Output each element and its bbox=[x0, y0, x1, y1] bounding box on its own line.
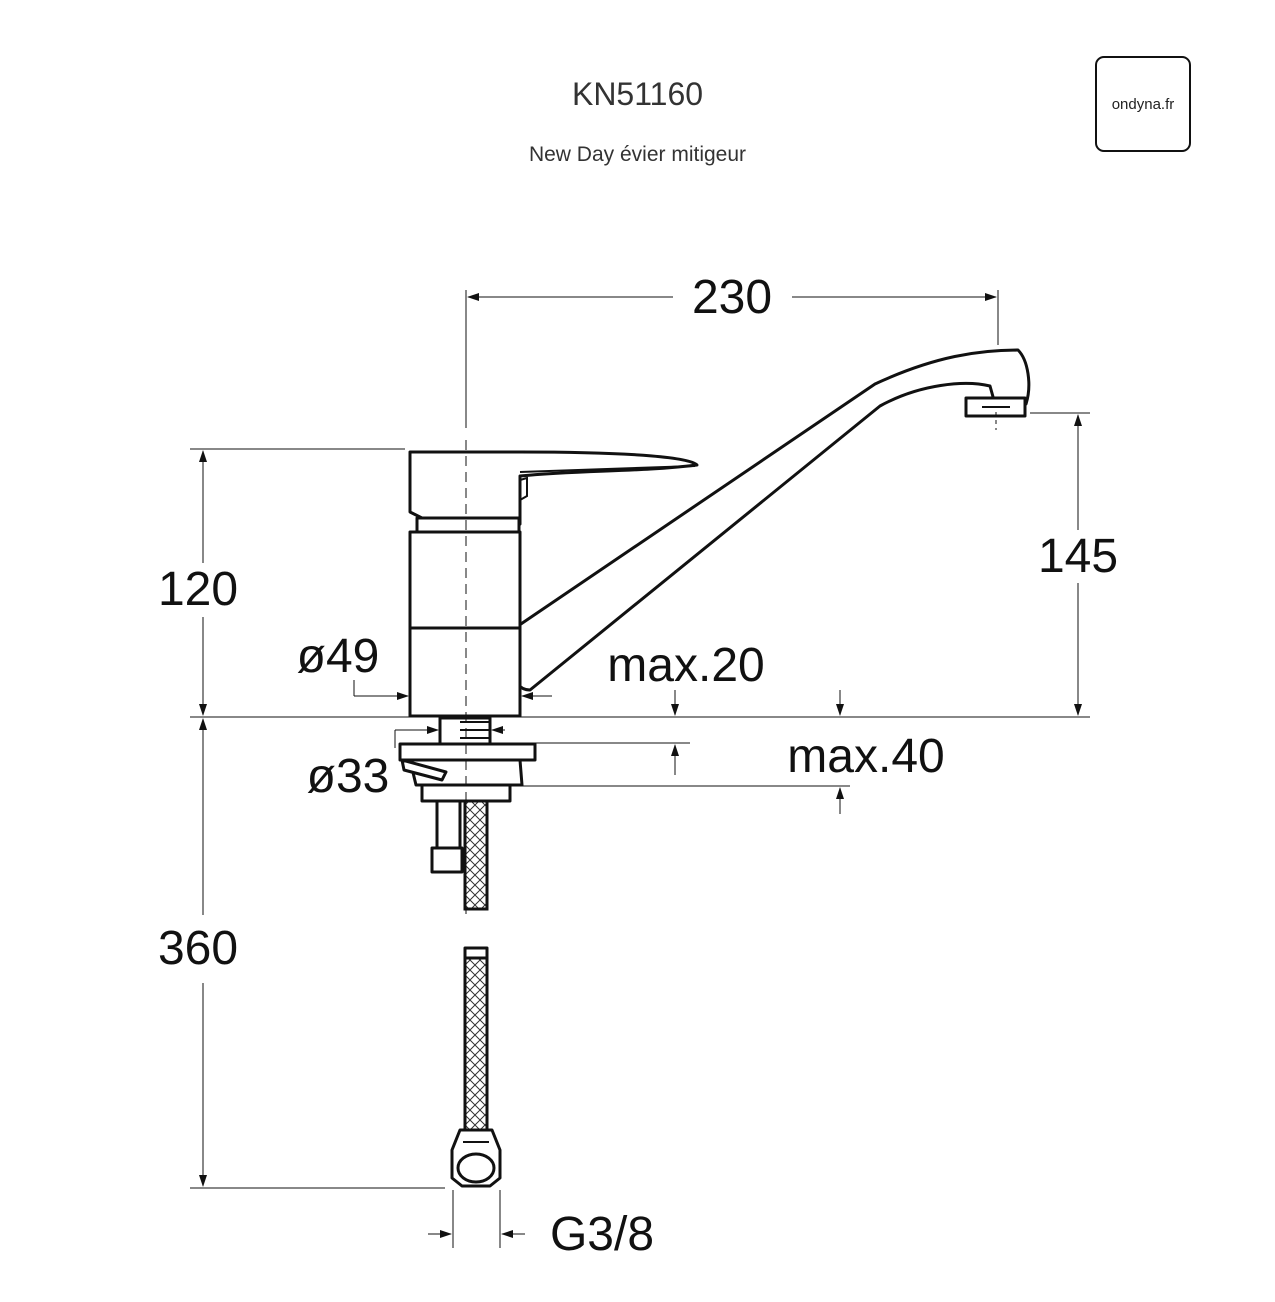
brand-logo: ondyna.fr bbox=[1095, 56, 1191, 152]
dim-body-height: 120 bbox=[158, 563, 238, 616]
dimension-lines bbox=[199, 293, 1082, 1238]
dim-connection-thread: G3/8 bbox=[550, 1208, 654, 1261]
dim-spout-reach: 230 bbox=[692, 271, 772, 324]
dim-hose-length: 360 bbox=[158, 922, 238, 975]
logo-text: ondyna.fr bbox=[1111, 95, 1175, 113]
dim-countertop-min: max.20 bbox=[607, 639, 764, 692]
construction-lines bbox=[190, 290, 1090, 1248]
model-number: KN51160 bbox=[571, 76, 704, 112]
product-description: New Day évier mitigeur bbox=[528, 143, 747, 166]
dim-countertop-max: max.40 bbox=[787, 730, 944, 783]
faucet-spout bbox=[508, 348, 1031, 692]
dim-body-diameter: ø49 bbox=[297, 630, 380, 683]
faucet-body bbox=[408, 516, 522, 718]
flexible-hose bbox=[450, 799, 502, 1188]
mounting-assembly bbox=[398, 716, 537, 874]
faucet-lever-handle bbox=[408, 450, 699, 526]
dim-spout-height: 145 bbox=[1038, 530, 1118, 583]
dim-mounting-hole: ø33 bbox=[307, 750, 390, 803]
